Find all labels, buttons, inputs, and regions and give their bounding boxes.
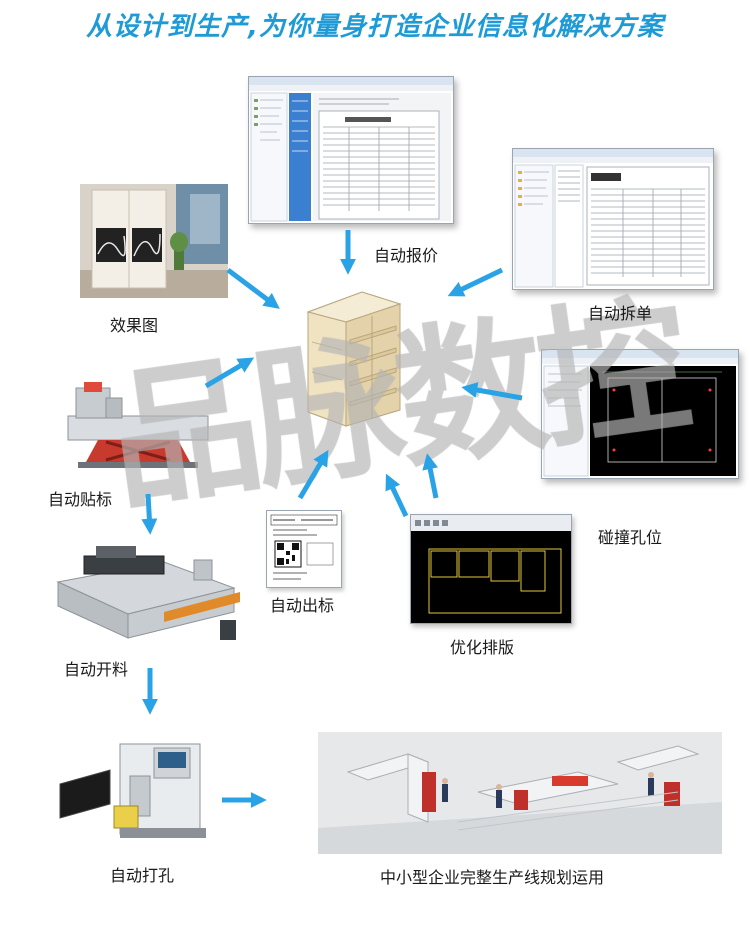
wardrobe-render-illustration [80,184,228,298]
collision-software-screenshot [541,349,739,479]
qr-code-icon [274,540,302,568]
cabinet-icon [306,291,402,427]
drilling-machine-illustration [59,743,206,838]
drilling-machine-photo [58,736,208,844]
sticker-machine-illustration [67,382,209,468]
cutting-machine-illustration [56,546,240,640]
arrow-icon [204,357,255,389]
quote-software-illustration [249,77,453,222]
arrow-icon [297,449,329,500]
page-title: 从设计到生产,为你量身打造企业信息化解决方案 [86,12,664,42]
label-sample [266,510,342,588]
nesting-software-screenshot [410,514,572,624]
arrow-icon [461,382,523,401]
label-sample-illustration [270,514,338,580]
collision-software-illustration [542,350,738,477]
wardrobe-render-photo [80,184,228,298]
label-auto-sticker: 自动贴标 [48,490,113,509]
label-render: 效果图 [110,316,159,335]
split-software-screenshot [512,148,714,290]
cutting-machine-photo [44,542,240,648]
label-production-line: 中小型企业完整生产线规划运用 [380,868,605,887]
sticker-machine-photo [58,380,218,472]
arrow-icon [141,493,158,535]
arrow-icon [447,267,504,297]
label-auto-cutting: 自动开料 [64,660,129,679]
label-collision: 碰撞孔位 [598,528,663,547]
production-line-render [318,732,722,854]
label-auto-split: 自动拆单 [588,304,653,323]
arrow-icon [385,473,409,518]
split-software-illustration [513,149,713,288]
label-auto-quote: 自动报价 [374,246,439,265]
label-nesting: 优化排版 [450,638,515,657]
production-line-illustration [318,745,722,854]
label-auto-drilling: 自动打孔 [110,866,175,885]
arrow-icon [226,268,280,309]
cabinet-product [300,282,406,428]
quote-software-screenshot [248,76,454,224]
label-auto-print-label: 自动出标 [270,596,335,615]
nesting-software-illustration [411,515,571,623]
arrow-icon [422,453,439,499]
